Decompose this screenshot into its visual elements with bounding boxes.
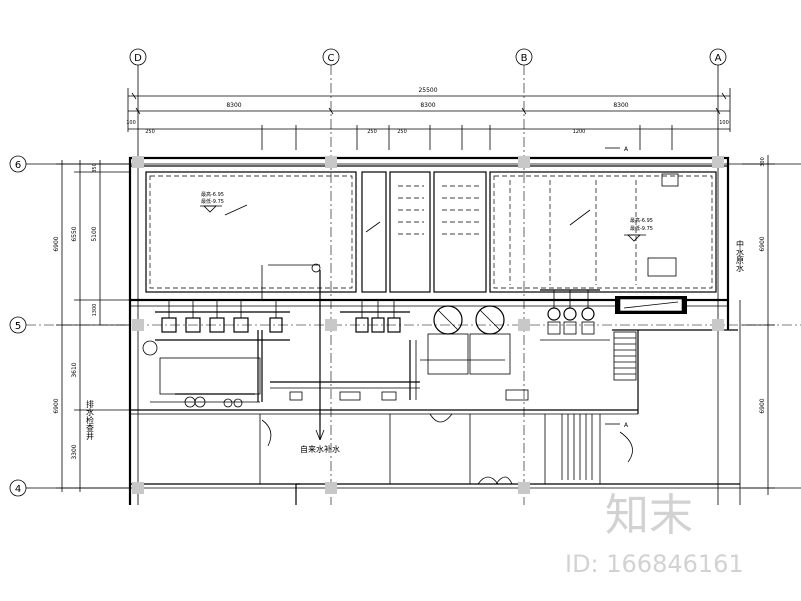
axis-bubbles-top: D C B A — [129, 48, 727, 66]
axis-label-c: C — [328, 53, 335, 64]
axis-label-d: D — [134, 53, 142, 64]
tank-left-low: 最低-9.75 — [201, 198, 224, 205]
dim-overall: 25500 — [418, 87, 437, 94]
doors — [261, 413, 633, 485]
dim-right-2: 6900 — [759, 398, 766, 413]
dim-left-outer-1: 6900 — [53, 236, 60, 251]
section-a-top: A — [624, 146, 629, 153]
dim-small-5: 1200 — [573, 129, 586, 135]
tank-narrow-3 — [433, 171, 487, 293]
dim-span-2: 8300 — [420, 102, 435, 109]
dim-left-inner-1: 6550 — [71, 226, 78, 241]
axis-label-a: A — [715, 53, 722, 64]
dimension-left: 6900 6900 6550 3610 3300 350 5100 1300 — [53, 160, 130, 492]
axis-bubbles-left: 6 5 4 — [9, 155, 27, 497]
tank-right: 最高-6.95 最低-9.75 — [489, 171, 717, 293]
label-drain-well: 排水检查井 — [86, 399, 95, 441]
axis-label-6: 6 — [15, 160, 21, 171]
dim-left-inner-2: 3610 — [71, 362, 78, 377]
axis-label-4: 4 — [15, 484, 21, 495]
pump-group-right — [540, 289, 610, 341]
dim-span-3: 8300 — [613, 102, 628, 109]
dim-left-outer-2: 6900 — [53, 398, 60, 413]
stair-bottom — [561, 414, 593, 480]
tank-right-low: 最低-9.75 — [630, 225, 653, 232]
label-reclaimed-water: 中水原水 — [736, 239, 745, 272]
dimension-top: 25500 8300 8300 8300 100 250 250 250 120… — [126, 87, 731, 150]
dim-small-1: 100 — [126, 120, 136, 126]
dim-left-small-3: 1300 — [92, 304, 98, 317]
watermark-id: ID: 166846161 — [565, 550, 744, 578]
dim-small-3: 250 — [367, 129, 377, 135]
dim-span-1: 8300 — [226, 102, 241, 109]
pump-group-center — [261, 263, 540, 375]
tank-narrow-1 — [361, 171, 387, 293]
dim-right-3: 300 — [760, 157, 766, 167]
column-markers — [132, 156, 724, 494]
hatched-block — [615, 296, 687, 314]
tank-narrow-2 — [389, 171, 431, 293]
stair-right — [613, 331, 637, 381]
axis-label-5: 5 — [15, 321, 21, 332]
tank-left: 最高-6.95 最低-9.75 — [145, 171, 357, 293]
watermark-logo: 知末 — [605, 490, 693, 541]
dim-right-1: 6900 — [759, 236, 766, 251]
pump-group-left — [142, 300, 290, 408]
axis-label-b: B — [521, 53, 528, 64]
label-tap-water: 自来水补水 — [300, 444, 340, 454]
dim-left-small-1: 350 — [92, 163, 98, 173]
dim-small-6: 100 — [719, 120, 729, 126]
dim-left-inner-3: 3300 — [71, 444, 78, 459]
dimension-right: 6900 6900 300 — [742, 155, 775, 495]
dim-left-small-2: 5100 — [91, 226, 98, 241]
axis-lines-vertical — [137, 65, 719, 505]
section-a-bottom: A — [624, 422, 629, 429]
tank-right-high: 最高-6.95 — [630, 217, 653, 224]
axis-lines-horizontal — [26, 163, 801, 489]
pipe-network-middle — [270, 300, 529, 441]
dim-small-2: 250 — [145, 129, 155, 135]
watermark: 知末 ID: 166846161 — [565, 490, 744, 578]
tank-left-high: 最高-6.95 — [201, 191, 224, 198]
dim-small-4: 250 — [397, 129, 407, 135]
section-markers: A A — [605, 146, 629, 429]
